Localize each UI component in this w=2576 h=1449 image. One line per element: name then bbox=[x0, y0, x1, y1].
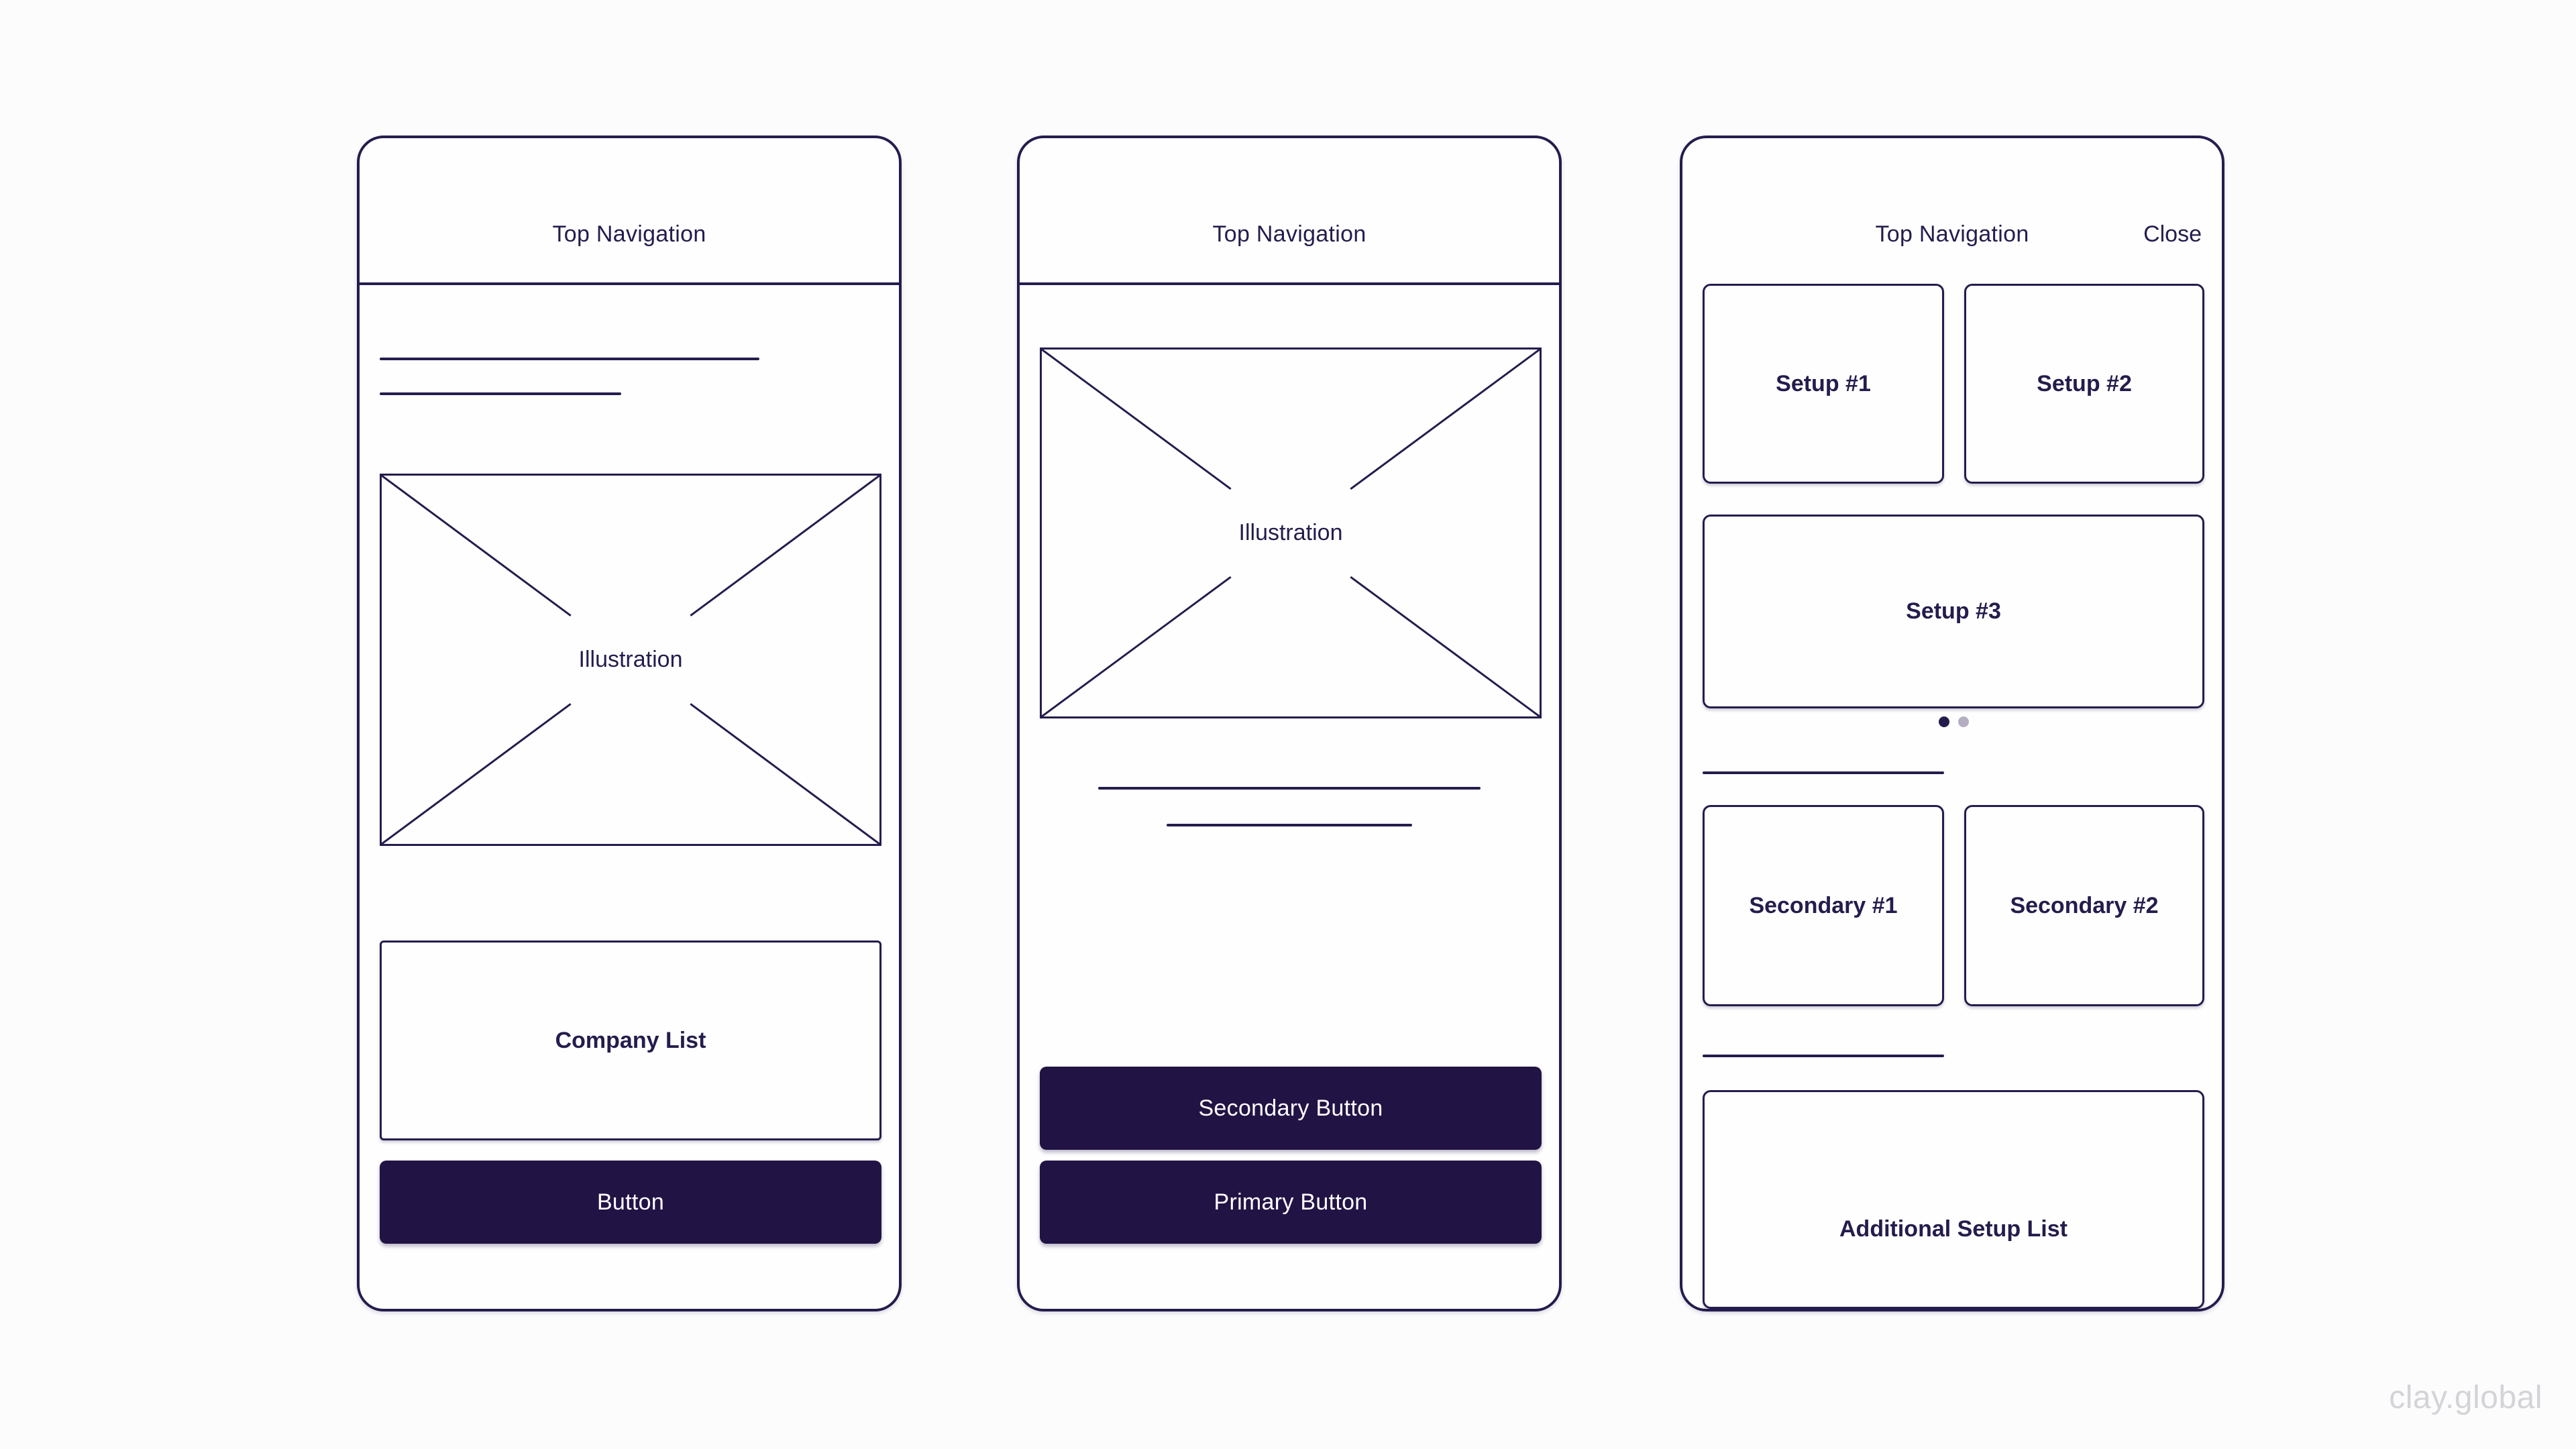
button[interactable]: Button bbox=[380, 1161, 881, 1244]
phone-frame-onboarding: Top Navigation Illustration Company List… bbox=[357, 136, 902, 1311]
setup-card-3[interactable]: Setup #3 bbox=[1703, 515, 2204, 708]
text-placeholder-line bbox=[1703, 1055, 1944, 1057]
text-placeholder-line bbox=[380, 392, 621, 395]
carousel-dot-active[interactable] bbox=[1938, 716, 1949, 727]
secondary-card-1-label: Secondary #1 bbox=[1749, 892, 1898, 918]
illustration-cross-icon bbox=[1042, 350, 1540, 716]
secondary-button[interactable]: Secondary Button bbox=[1040, 1067, 1542, 1150]
setup-card-1-label: Setup #1 bbox=[1776, 370, 1871, 396]
illustration-placeholder: Illustration bbox=[380, 474, 881, 846]
illustration-label: Illustration bbox=[1238, 520, 1343, 545]
phone-frame-detail: Top Navigation Illustration Secondary Bu… bbox=[1017, 136, 1562, 1311]
additional-setup-list-label: Additional Setup List bbox=[1839, 1216, 2068, 1242]
top-navigation-title: Top Navigation bbox=[1212, 221, 1366, 247]
setup-card-2-label: Setup #2 bbox=[2037, 370, 2132, 396]
text-placeholder-line bbox=[1167, 824, 1412, 826]
text-placeholder-line bbox=[380, 358, 759, 360]
primary-button[interactable]: Primary Button bbox=[1040, 1161, 1542, 1244]
company-list-box[interactable]: Company List bbox=[380, 941, 881, 1140]
top-navigation-title: Top Navigation bbox=[552, 221, 706, 247]
phone-frame-setup: Top Navigation Close Setup #1 Setup #2 S… bbox=[1680, 136, 2224, 1311]
nav-divider bbox=[360, 282, 899, 285]
secondary-button-label: Secondary Button bbox=[1198, 1095, 1383, 1121]
setup-card-3-label: Setup #3 bbox=[1906, 598, 2001, 624]
text-placeholder-line bbox=[1098, 787, 1481, 790]
primary-button-label: Primary Button bbox=[1214, 1189, 1368, 1215]
secondary-card-2[interactable]: Secondary #2 bbox=[1964, 805, 2204, 1006]
additional-setup-list-box[interactable]: Additional Setup List bbox=[1703, 1090, 2204, 1309]
carousel-dots bbox=[1703, 716, 2204, 727]
setup-card-1[interactable]: Setup #1 bbox=[1703, 284, 1944, 484]
illustration-cross-icon bbox=[382, 476, 879, 844]
top-navigation-title: Top Navigation bbox=[1875, 221, 2029, 247]
company-list-label: Company List bbox=[555, 1027, 706, 1053]
nav-divider bbox=[1020, 282, 1559, 285]
clay-global-watermark: clay.global bbox=[2389, 1380, 2542, 1415]
secondary-card-2-label: Secondary #2 bbox=[2010, 892, 2159, 918]
setup-card-2[interactable]: Setup #2 bbox=[1964, 284, 2204, 484]
button-label: Button bbox=[596, 1189, 665, 1215]
illustration-placeholder: Illustration bbox=[1040, 347, 1542, 718]
illustration-label: Illustration bbox=[578, 647, 683, 672]
text-placeholder-line bbox=[1703, 771, 1944, 774]
carousel-dot-inactive[interactable] bbox=[1957, 716, 1969, 727]
secondary-card-1[interactable]: Secondary #1 bbox=[1703, 805, 1944, 1006]
close-button[interactable]: Close bbox=[2143, 221, 2202, 247]
